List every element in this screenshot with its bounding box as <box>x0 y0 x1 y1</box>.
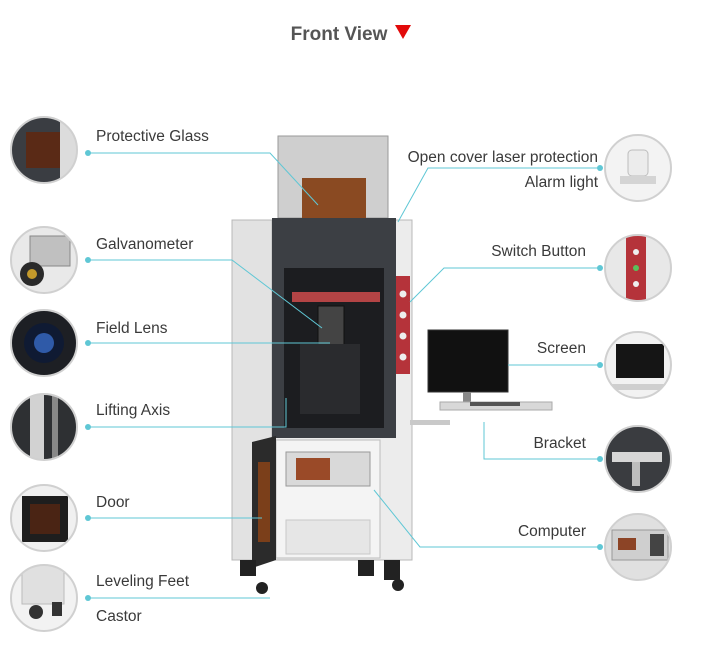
label-protective-glass: Protective Glass <box>96 128 209 145</box>
title-text: Front View <box>290 24 388 45</box>
leader-dots <box>85 150 603 601</box>
lifting-axis-thumb <box>10 393 78 461</box>
bracket-thumb <box>604 425 672 493</box>
label-leveling-feet: Leveling Feet <box>96 573 190 590</box>
label-screen: Screen <box>536 340 586 357</box>
label-alarm-light: Alarm light <box>524 174 598 191</box>
door-thumb <box>10 484 78 552</box>
leader-lifting-axis <box>88 398 287 428</box>
label-computer: Computer <box>517 523 586 540</box>
label-field-lens: Field Lens <box>96 320 168 337</box>
label-door: Door <box>96 494 130 511</box>
field-lens-thumb <box>10 309 78 377</box>
galvanometer-thumb <box>10 226 78 294</box>
leader-computer <box>373 489 600 548</box>
label-castor: Castor <box>96 608 142 625</box>
leveling-feet-thumb <box>10 564 78 632</box>
leader-protective-glass <box>88 152 319 206</box>
label-galvanometer: Galvanometer <box>96 236 194 253</box>
label-bracket: Bracket <box>533 435 586 452</box>
protective-glass-thumb <box>10 116 78 184</box>
page-title: Front View <box>0 24 702 46</box>
label-lifting-axis: Lifting Axis <box>96 402 171 419</box>
switch-button-thumb <box>604 234 672 302</box>
leader-galvanometer <box>88 259 323 329</box>
label-switch-button: Switch Button <box>491 243 586 260</box>
leader-switch-button <box>409 267 600 303</box>
leader-alarm-light <box>397 167 600 223</box>
label-open-cover-protection: Open cover laser protection <box>407 149 598 166</box>
screen-thumb <box>604 331 672 399</box>
computer-thumb <box>604 513 672 581</box>
laser-machine <box>231 135 553 594</box>
alarm-light-thumb <box>604 134 672 202</box>
leader-lines <box>88 152 600 599</box>
down-triangle-icon <box>395 25 412 39</box>
leader-bracket <box>483 422 600 460</box>
